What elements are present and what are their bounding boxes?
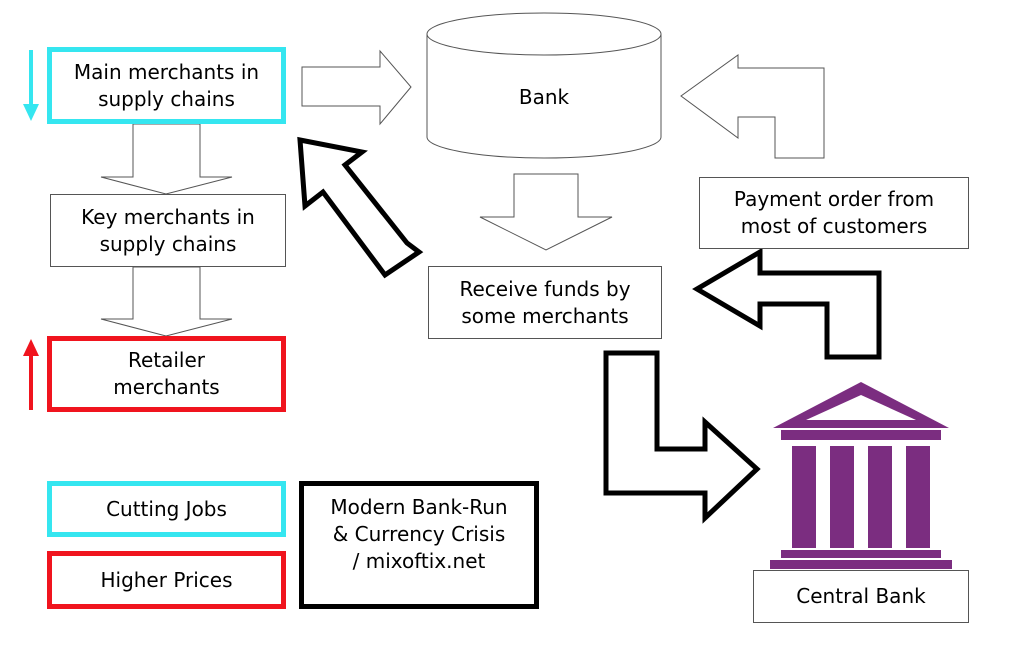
arrow-receive-to-main [297,136,424,279]
payment-order-node: Payment order from most of customers [699,177,969,249]
arrow-payment-to-bank [680,54,825,159]
credit-box: Modern Bank-Run & Currency Crisis / mixo… [299,481,539,609]
legend-cutting-jobs: Cutting Jobs [47,481,286,537]
arrow-main-to-bank [301,49,412,126]
key-merchants-node: Key merchants in supply chains [50,194,286,267]
down-indicator-arrow-icon [23,50,39,121]
main-merchants-node: Main merchants in supply chains [47,47,286,124]
retailer-merchants-node: Retailer merchants [47,336,286,412]
bank-label: Bank [518,84,570,109]
arrow-central-to-receive [692,247,882,360]
bank-cylinder-icon [426,12,662,159]
receive-funds-node: Receive funds by some merchants [428,266,662,339]
central-bank-building-icon [770,382,952,569]
up-indicator-arrow-icon [23,339,39,410]
arrow-key-to-retailer [100,266,233,337]
legend-higher-prices: Higher Prices [47,551,286,609]
arrow-bank-to-receive [479,173,613,251]
arrow-receive-to-central [603,350,761,524]
central-bank-node: Central Bank [753,570,969,623]
arrow-main-to-key [100,123,233,195]
